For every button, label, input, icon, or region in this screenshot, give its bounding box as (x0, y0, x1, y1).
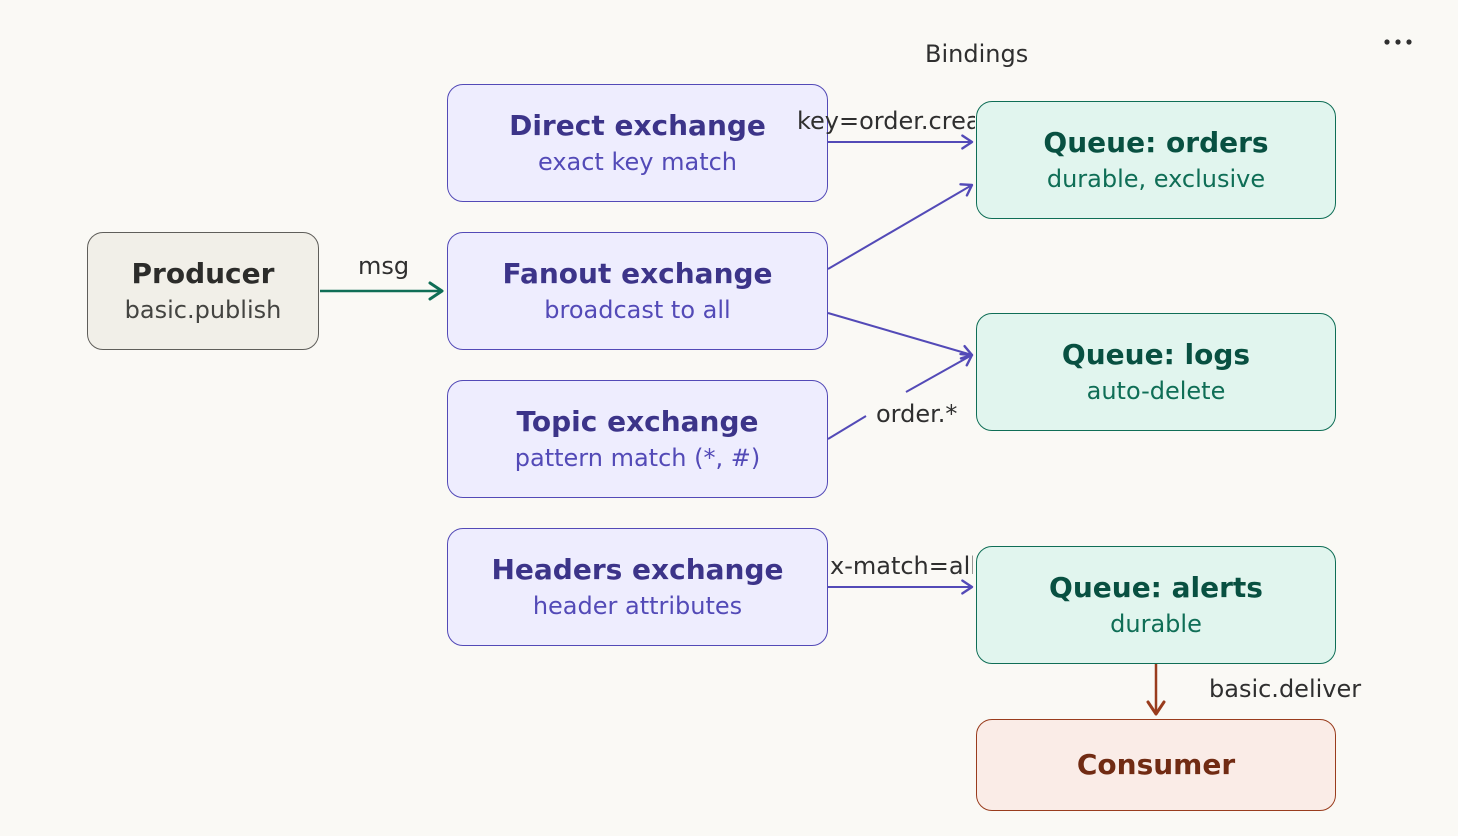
edge-topic-to-logs-b (905, 352, 974, 393)
consumer-node[interactable]: Consumer (976, 719, 1336, 811)
edge-fanout-to-logs (827, 312, 974, 360)
fanout-exchange-subtitle: broadcast to all (544, 296, 731, 324)
topic-exchange-subtitle: pattern match (*, #) (514, 444, 761, 472)
edge-label-msg: msg (358, 252, 410, 280)
edge-label-deliver: basic.deliver (1209, 675, 1362, 703)
edge-topic-to-logs-a (827, 415, 867, 440)
direct-exchange-subtitle: exact key match (537, 148, 738, 176)
queue-alerts-node[interactable]: Queue: alerts durable (976, 546, 1336, 664)
edge-label-direct-binding: key=order.crea (797, 107, 975, 135)
queue-orders-subtitle: durable, exclusive (1046, 165, 1266, 193)
fanout-exchange-node[interactable]: Fanout exchange broadcast to all (447, 232, 828, 350)
direct-exchange-node[interactable]: Direct exchange exact key match (447, 84, 828, 202)
bindings-header: Bindings (925, 40, 1029, 68)
direct-exchange-title: Direct exchange (509, 109, 766, 142)
producer-node[interactable]: Producer basic.publish (87, 232, 319, 350)
consumer-title: Consumer (1076, 748, 1236, 781)
producer-title: Producer (131, 257, 275, 290)
queue-orders-title: Queue: orders (1043, 126, 1269, 159)
edge-label-headers-binding: x-match=all (830, 552, 973, 580)
topic-exchange-node[interactable]: Topic exchange pattern match (*, #) (447, 380, 828, 498)
queue-logs-node[interactable]: Queue: logs auto-delete (976, 313, 1336, 431)
headers-exchange-subtitle: header attributes (532, 592, 743, 620)
more-horizontal-icon[interactable] (1380, 28, 1416, 56)
fanout-exchange-title: Fanout exchange (502, 257, 773, 290)
edge-fanout-to-orders (827, 183, 974, 270)
queue-logs-title: Queue: logs (1061, 338, 1251, 371)
producer-subtitle: basic.publish (124, 296, 282, 324)
queue-alerts-title: Queue: alerts (1049, 571, 1263, 604)
edge-label-topic-binding: order.* (876, 400, 958, 428)
queue-logs-subtitle: auto-delete (1086, 377, 1226, 405)
queue-orders-node[interactable]: Queue: orders durable, exclusive (976, 101, 1336, 219)
headers-exchange-node[interactable]: Headers exchange header attributes (447, 528, 828, 646)
queue-alerts-subtitle: durable (1110, 610, 1202, 638)
topic-exchange-title: Topic exchange (516, 405, 759, 438)
headers-exchange-title: Headers exchange (491, 553, 784, 586)
